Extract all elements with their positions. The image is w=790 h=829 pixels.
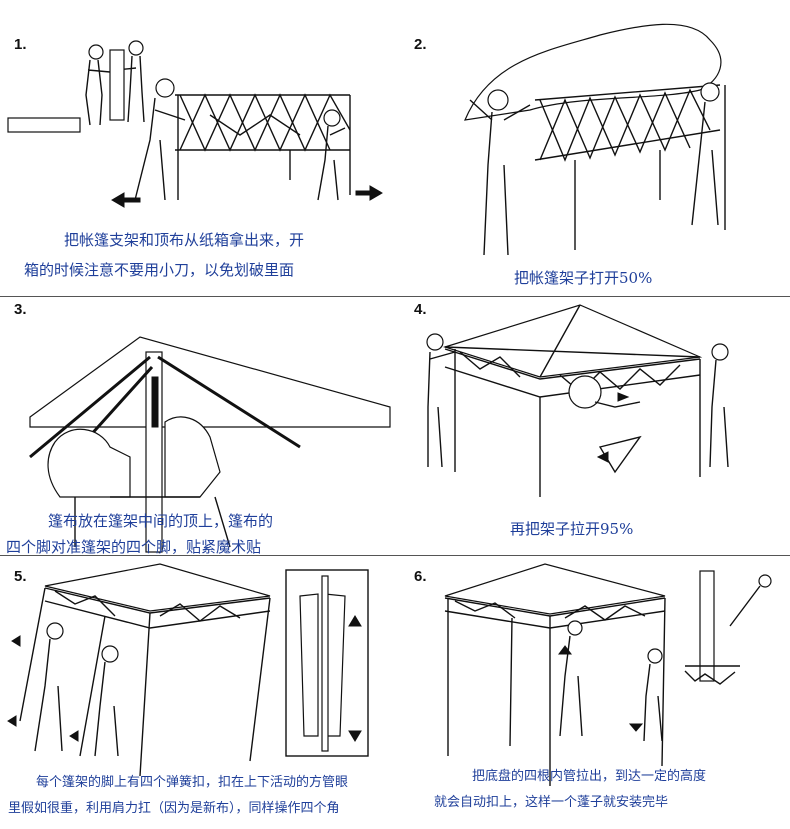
step-2-caption: 把帐篷架子打开50% [514, 269, 653, 287]
step-5-illustration [7, 563, 369, 777]
step-6-caption-line-2: 就会自动扣上，这样一个蓬子就安装完毕 [434, 795, 669, 810]
step-5-number: 5. [14, 568, 27, 585]
step-1-caption-line-1: 把帐篷支架和顶布从纸箱拿出来，开 [64, 231, 305, 249]
step-2-illustration [464, 23, 726, 256]
row-divider-1 [0, 296, 790, 297]
step-3-number: 3. [14, 301, 27, 318]
step-4-panel: 4. 再把架子拉开95% [400, 297, 790, 555]
step-5-panel: 5. 每个篷架的脚上有四个弹簧扣，扣在上下活动的方管眼 里假如很重，利用肩力扛（… [0, 556, 400, 829]
step-5-caption-line-1: 每个篷架的脚上有四个弹簧扣，扣在上下活动的方管眼 [36, 775, 349, 790]
step-3-caption-line-1: 篷布放在篷架中间的顶上，篷布的 [48, 512, 274, 530]
step-6-panel: 6. 把底盘的四根内管拉出，到达一定的高度 就会自动扣上，这样一个蓬子就安装完毕 [400, 556, 790, 829]
step-6-number: 6. [414, 568, 427, 585]
step-1-panel: 1. 把帐篷支架和顶布从纸箱拿出来，开 箱的时候注意不要用小刀，以免划破里面 [0, 0, 400, 296]
step-4-number: 4. [414, 301, 427, 318]
row-divider-2 [0, 555, 790, 556]
step-6-caption-line-1: 把底盘的四根内管拉出，到达一定的高度 [472, 769, 707, 784]
step-3-illustration [29, 336, 391, 553]
step-3-caption-line-2: 四个脚对准篷架的四个脚，贴紧魔术贴 [6, 538, 262, 556]
step-1-illustration [7, 40, 383, 208]
step-2-panel: 2. 把帐篷架子打开50% [400, 0, 790, 296]
step-5-caption-line-2: 里假如很重，利用肩力扛（因为是新布），同样操作四个角 [8, 801, 340, 816]
step-4-caption: 再把架子拉开95% [510, 520, 634, 538]
step-6-illustration [444, 563, 772, 786]
step-1-caption-line-2: 箱的时候注意不要用小刀，以免划破里面 [24, 261, 295, 279]
step-4-illustration [426, 304, 729, 497]
step-3-panel: 3. 篷布放在篷架中间的顶上，篷布的 四个脚对准篷架的四个脚，贴紧魔术贴 [0, 297, 400, 556]
step-2-number: 2. [414, 36, 427, 53]
step-1-number: 1. [14, 36, 27, 53]
